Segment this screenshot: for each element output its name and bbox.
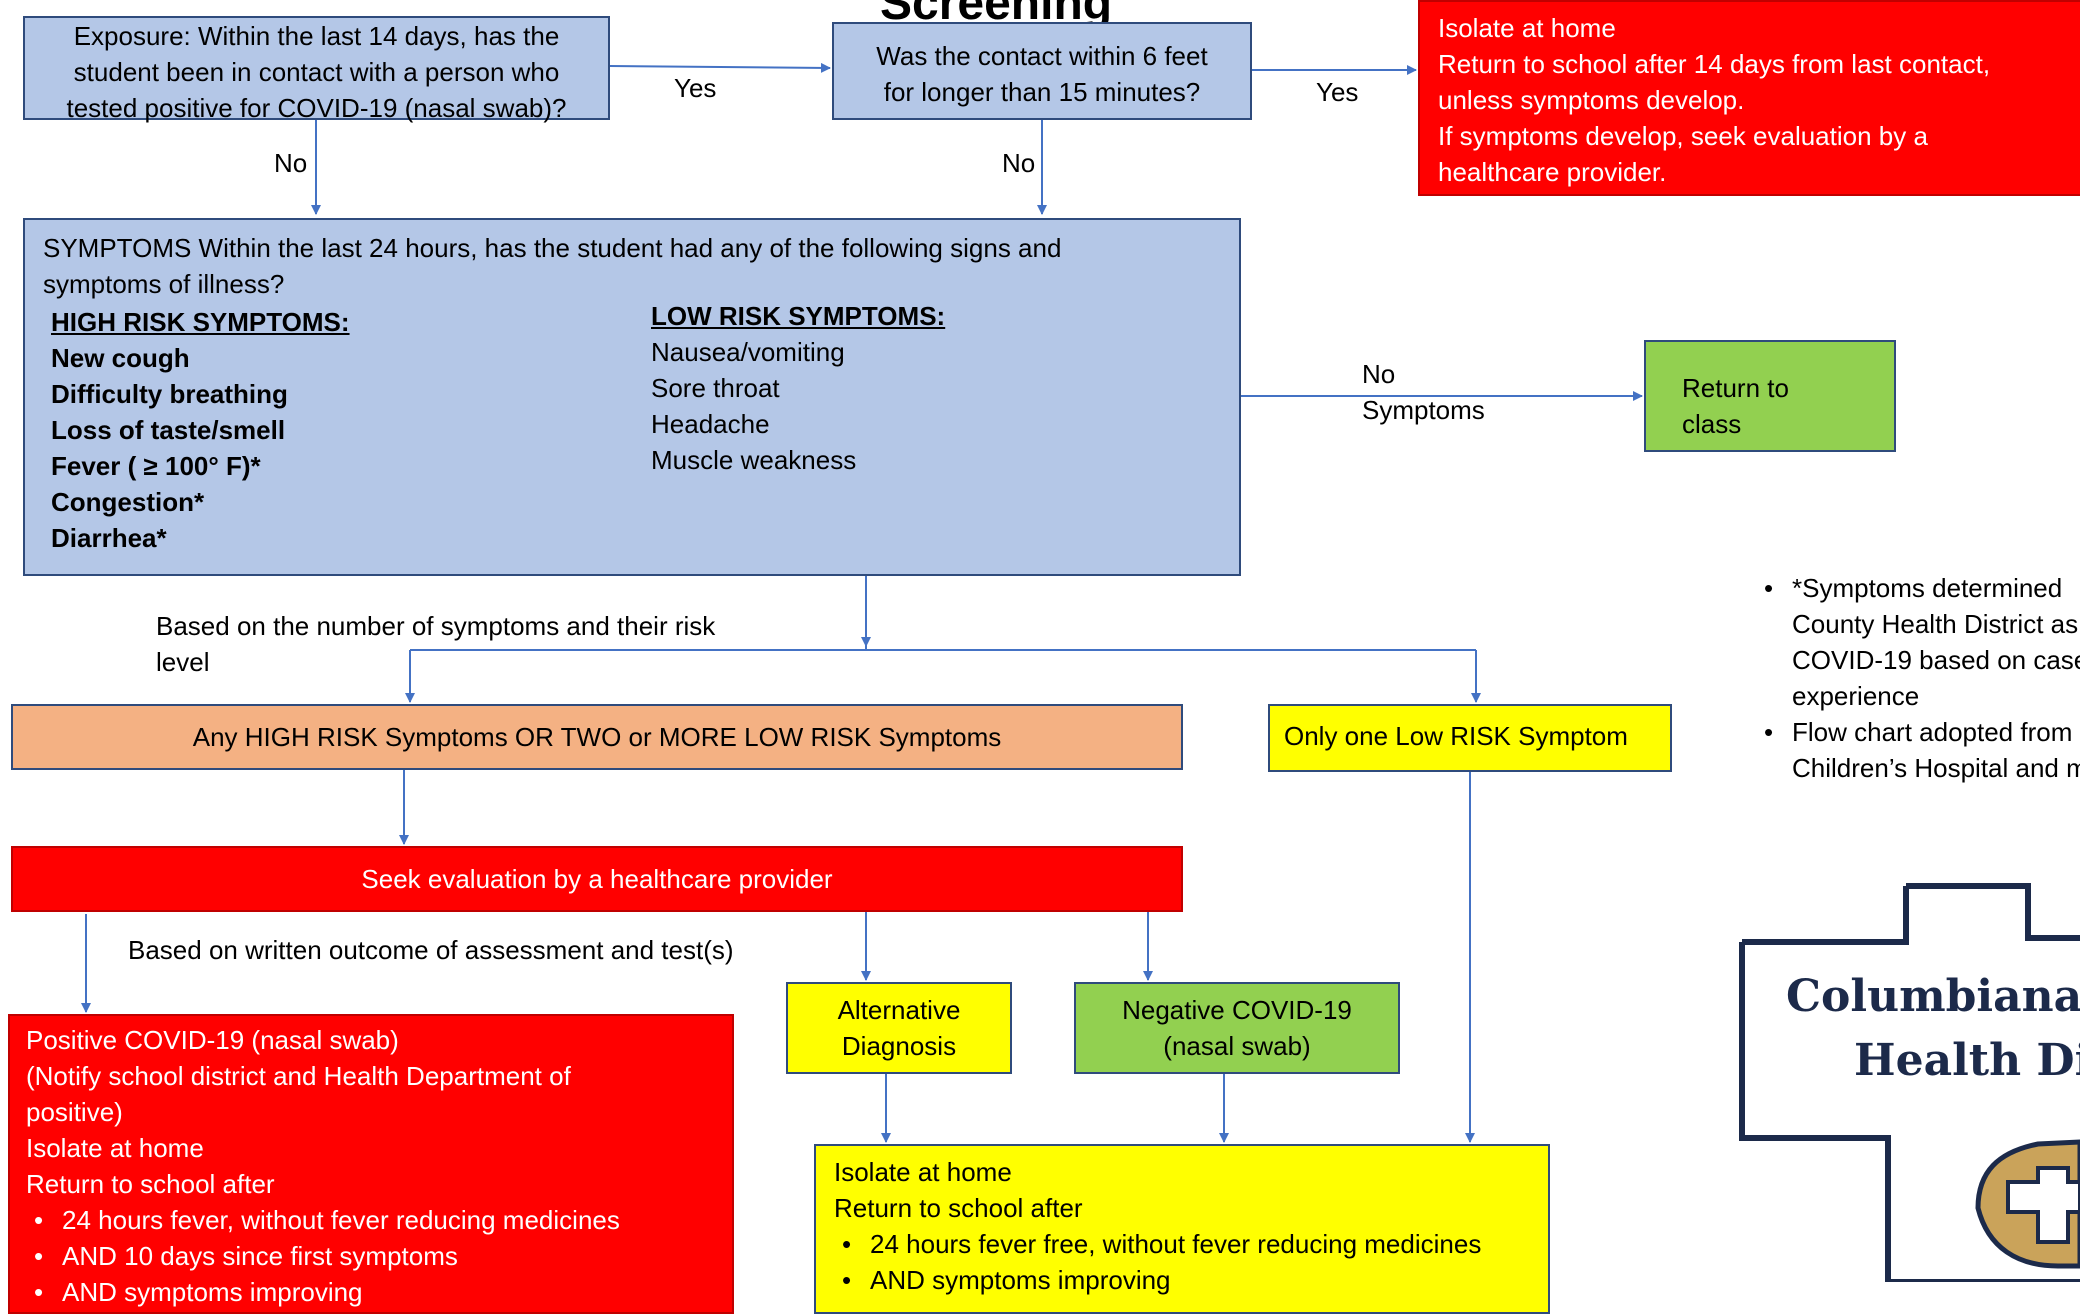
logo-text-line2: Health Di <box>1854 1035 2080 1086</box>
positive-line: positive) <box>26 1097 123 1127</box>
positive-bullet: AND 10 days since first symptoms <box>34 1238 620 1274</box>
exposure-line: Exposure: Within the last 14 days, has t… <box>73 21 560 51</box>
neg-covid-line: Negative COVID-19 <box>1122 995 1352 1025</box>
note-item: *Symptoms determined County Health Distr… <box>1764 570 2080 714</box>
isolate-top-line: unless symptoms develop. <box>1438 85 1745 115</box>
high-risk-item: New cough <box>51 343 190 373</box>
high-risk-heading: HIGH RISK SYMPTOMS: <box>51 307 350 337</box>
isolate-bottom-line: Isolate at home <box>834 1157 1012 1187</box>
isolate-top-line: healthcare provider. <box>1438 157 1667 187</box>
isolate-top-box: Isolate at home Return to school after 1… <box>1418 0 2080 196</box>
no-label: No <box>1002 148 1036 178</box>
positive-line: Return to school after <box>26 1169 275 1199</box>
seek-evaluation-box: Seek evaluation by a healthcare provider <box>11 846 1183 912</box>
notes: *Symptoms determined County Health Distr… <box>1762 570 2080 786</box>
high-risk-item: Diarrhea* <box>51 523 167 553</box>
exposure-line: student been in contact with a person wh… <box>73 57 560 87</box>
positive-bullet: AND symptoms improving <box>34 1274 620 1310</box>
negative-covid-box: Negative COVID-19 (nasal swab) <box>1074 982 1400 1074</box>
low-risk-item: Sore throat <box>651 373 780 403</box>
no-symptoms-label: No <box>1362 359 1396 389</box>
logo-outline <box>1739 883 2080 1285</box>
neg-covid-line: (nasal swab) <box>1163 1031 1311 1061</box>
positive-line: Positive COVID-19 (nasal swab) <box>26 1025 399 1055</box>
yes-label: Yes <box>1316 77 1359 107</box>
arrow <box>609 62 831 73</box>
isolate-bottom-bullet: AND symptoms improving <box>842 1262 1481 1298</box>
yes-label: Yes <box>674 73 717 103</box>
any-high-risk-box: Any HIGH RISK Symptoms OR TWO or MORE LO… <box>11 704 1183 770</box>
isolate-bottom-bullet: 24 hours fever free, without fever reduc… <box>842 1226 1481 1262</box>
alt-dx-line: Diagnosis <box>841 1031 957 1061</box>
only-one-low-text: Only one Low RISK Symptom <box>1284 721 1628 751</box>
symptoms-intro-line: symptoms of illness? <box>43 269 285 299</box>
positive-covid-box: Positive COVID-19 (nasal swab) (Notify s… <box>8 1014 734 1314</box>
based-on-label: level <box>156 647 210 677</box>
isolate-top-line: Isolate at home <box>1438 13 1616 43</box>
only-one-low-box: Only one Low RISK Symptom <box>1268 704 1672 772</box>
logo-text-line1: Columbiana <box>1786 971 2080 1022</box>
health-district-logo: Columbiana Health Di <box>1738 882 2080 1285</box>
symptoms-intro-line: SYMPTOMS Within the last 24 hours, has t… <box>43 233 1062 263</box>
high-risk-item: Loss of taste/smell <box>51 415 286 445</box>
return-class-line: class <box>1682 409 1742 439</box>
note-line: *Symptoms determined <box>1792 573 2063 603</box>
note-item: Flow chart adopted from Children’s Hospi… <box>1764 714 2080 786</box>
isolate-top-line: If symptoms develop, seek evaluation by … <box>1438 121 1928 151</box>
positive-bullet: 24 hours fever, without fever reducing m… <box>34 1202 620 1238</box>
exposure-question-box: Exposure: Within the last 14 days, has t… <box>23 16 610 123</box>
alternative-diagnosis-box: Alternative Diagnosis <box>786 982 1012 1074</box>
contact-question-box: Was the contact within 6 feet for longer… <box>832 22 1252 120</box>
return-to-class-box: Return to class <box>1644 340 1896 452</box>
exposure-line: tested positive for COVID-19 (nasal swab… <box>66 93 567 123</box>
low-risk-heading: LOW RISK SYMPTOMS: <box>651 301 946 331</box>
high-risk-item: Fever ( ≥ 100° F)* <box>51 451 261 481</box>
positive-line: Isolate at home <box>26 1133 204 1163</box>
low-risk-item: Muscle weakness <box>651 445 857 475</box>
note-line: County Health District as <box>1792 609 2079 639</box>
seek-evaluation-text: Seek evaluation by a healthcare provider <box>361 864 833 894</box>
isolate-bottom-line: Return to school after <box>834 1193 1083 1223</box>
positive-line: (Notify school district and Health Depar… <box>26 1061 571 1091</box>
contact-line: for longer than 15 minutes? <box>883 77 1201 107</box>
note-line: Children’s Hospital and m <box>1792 753 2080 783</box>
written-outcome-label: Based on written outcome of assessment a… <box>128 935 734 965</box>
note-line: Flow chart adopted from <box>1792 717 2073 747</box>
no-label: No <box>274 148 308 178</box>
return-class-line: Return to <box>1682 373 1789 403</box>
isolate-top-line: Return to school after 14 days from last… <box>1438 49 1991 79</box>
note-line: experience <box>1792 681 1920 711</box>
symptoms-box: SYMPTOMS Within the last 24 hours, has t… <box>23 218 1241 576</box>
any-high-risk-text: Any HIGH RISK Symptoms OR TWO or MORE LO… <box>192 722 1002 752</box>
alt-dx-line: Alternative <box>837 995 961 1025</box>
low-risk-item: Headache <box>651 409 770 439</box>
contact-line: Was the contact within 6 feet <box>876 41 1208 71</box>
based-on-label: Based on the number of symptoms and thei… <box>156 611 716 641</box>
isolate-bottom-box: Isolate at home Return to school after 2… <box>814 1144 1550 1314</box>
no-symptoms-label: Symptoms <box>1362 395 1485 425</box>
low-risk-item: Nausea/vomiting <box>651 337 845 367</box>
high-risk-item: Difficulty breathing <box>51 379 288 409</box>
high-risk-item: Congestion* <box>51 487 205 517</box>
note-line: COVID-19 based on case <box>1792 645 2080 675</box>
